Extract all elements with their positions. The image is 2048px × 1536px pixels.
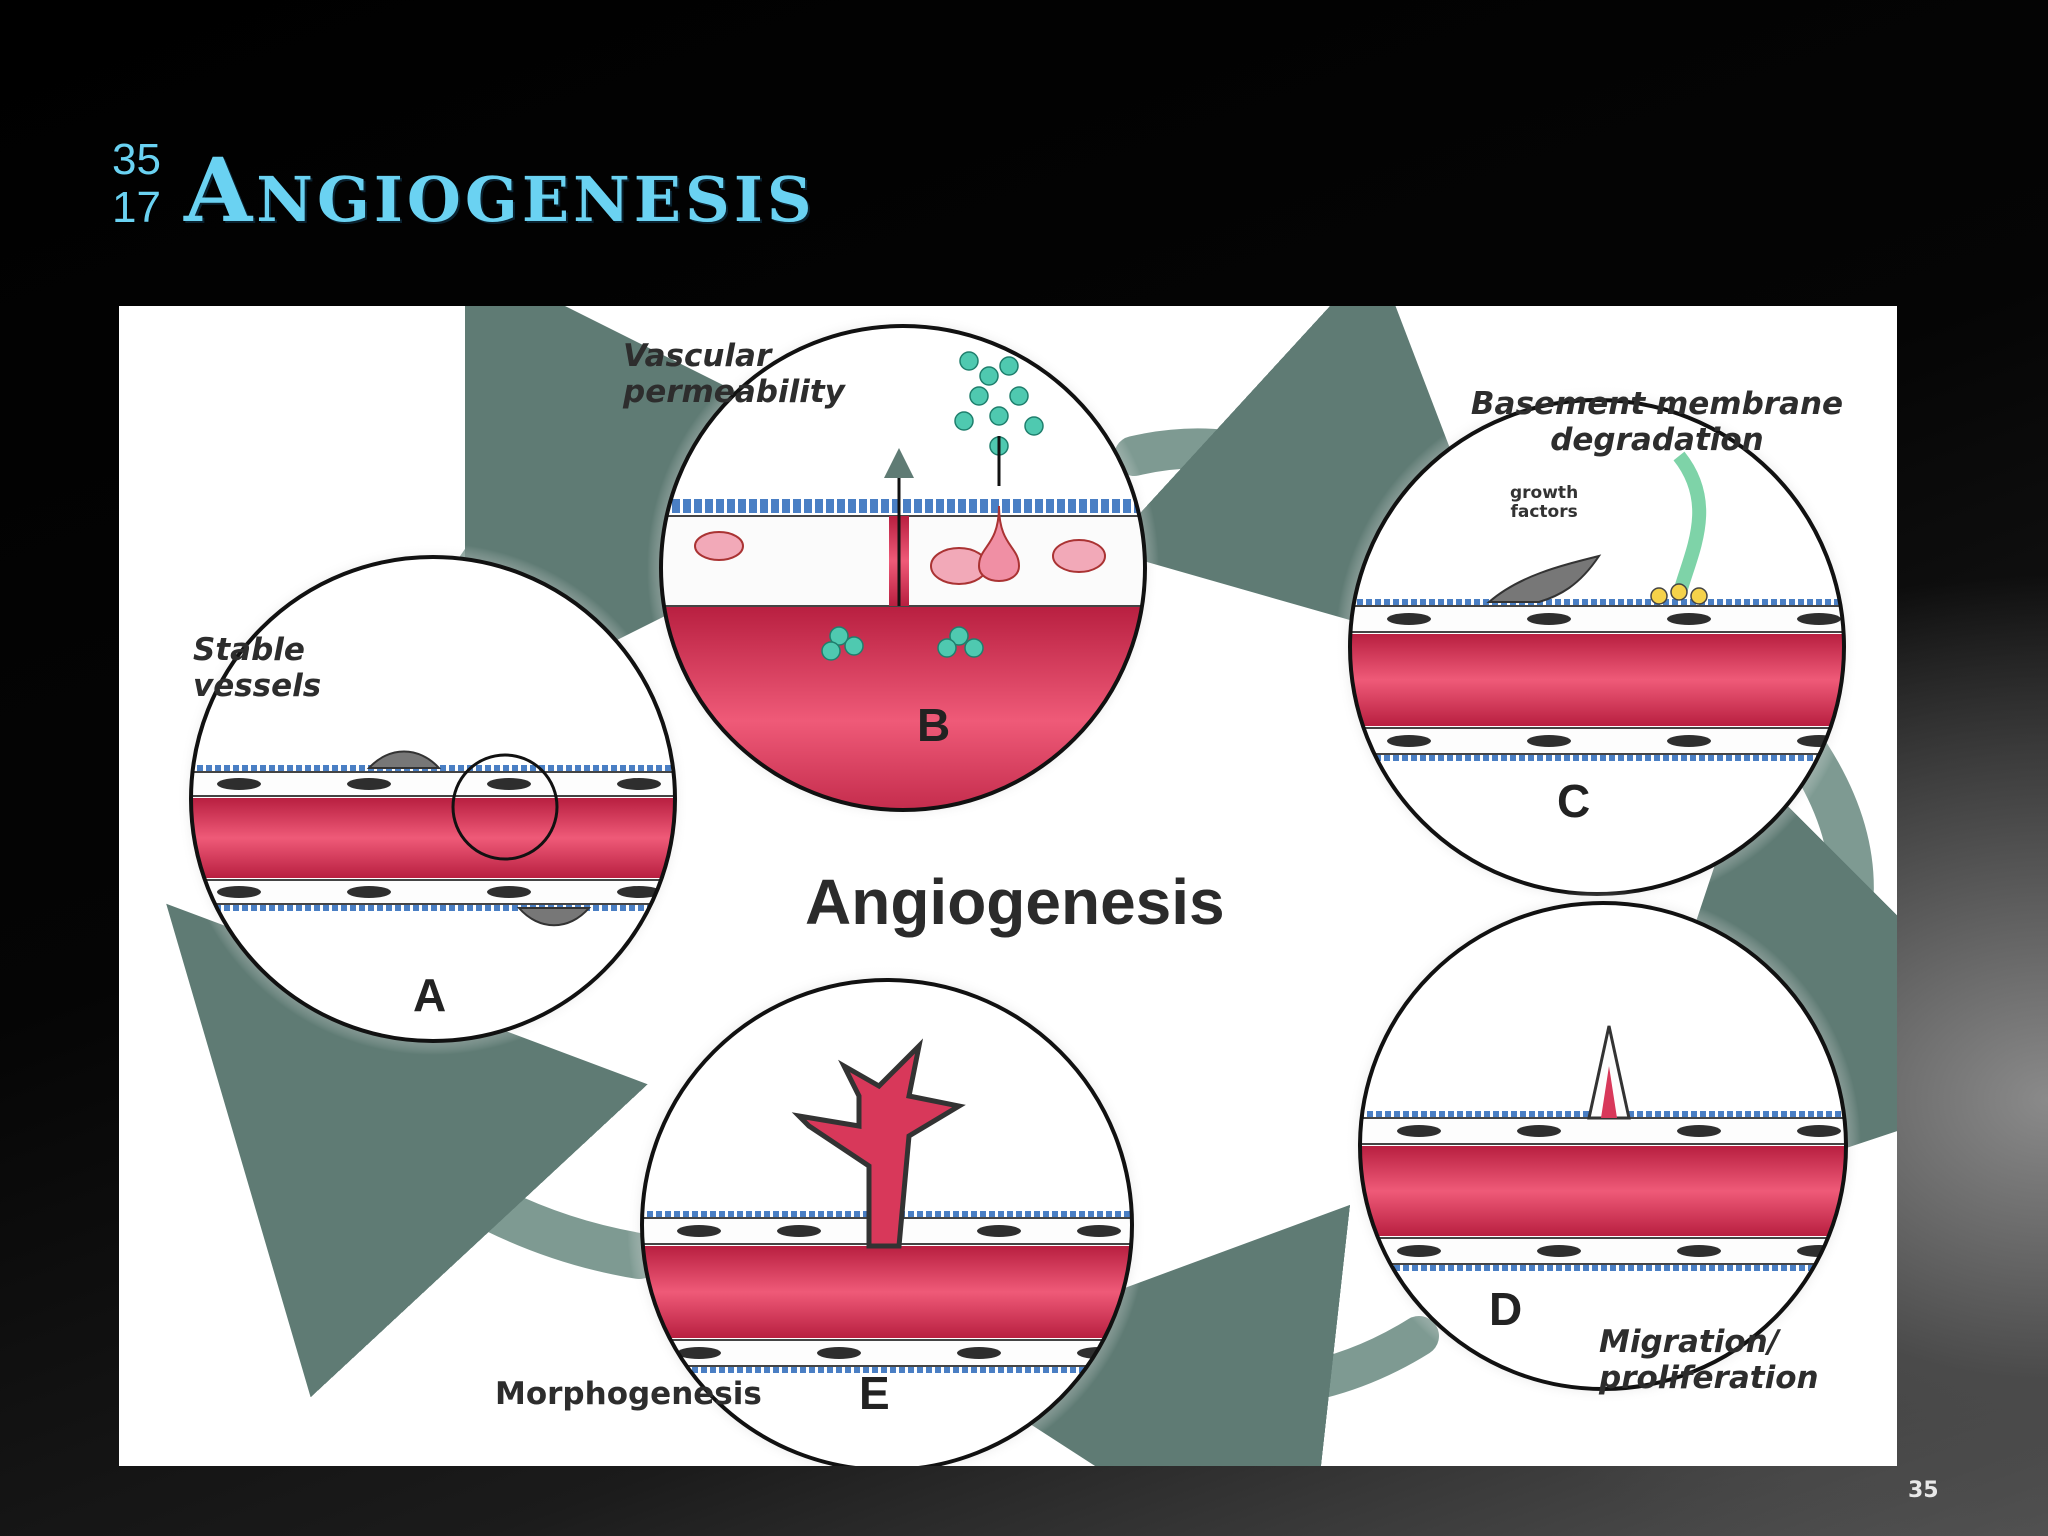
stage-b-circle <box>647 312 1159 824</box>
stage-e-label-line1: Morphogenesis <box>495 1376 762 1412</box>
stage-b-label: Vascular permeability <box>623 338 845 410</box>
slide-number-top: 35 <box>112 135 161 184</box>
stage-d-label-line1: Migration/ <box>1599 1324 1780 1360</box>
diagram-center-title: Angiogenesis <box>805 866 1225 938</box>
stage-d-circle <box>1345 888 1861 1404</box>
stage-e-label: Morphogenesis <box>495 1376 762 1412</box>
angiogenesis-diagram-svg <box>166 306 1897 1466</box>
stage-d-letter: D <box>1489 1283 1523 1335</box>
stage-a-label: Stable vessels <box>193 632 321 704</box>
slide-title: Angiogenesis <box>184 138 816 242</box>
stage-d-label-line2: proliferation <box>1599 1360 1819 1396</box>
stage-c-letter: C <box>1557 775 1591 827</box>
growth-factors-label: growth factors <box>1510 484 1578 522</box>
stage-e-circle <box>627 965 1147 1466</box>
stage-a-label-line2: vessels <box>193 668 322 704</box>
stage-b-letter: B <box>917 699 951 751</box>
arrow-b-to-c <box>1105 306 1536 674</box>
angiogenesis-figure: Angiogenesis Stable vessels A Vascular p… <box>119 306 1897 1466</box>
stage-a-letter: A <box>413 969 447 1021</box>
stage-a-circle <box>177 543 689 1055</box>
stage-b-label-line1: Vascular <box>623 338 772 374</box>
stage-a-label-line1: Stable <box>193 632 305 668</box>
stage-b-label-line2: permeability <box>623 374 845 410</box>
stage-e-letter: E <box>859 1367 890 1419</box>
stage-d-label: Migration/ proliferation <box>1599 1324 1819 1396</box>
slide-number-bottom: 17 <box>112 183 161 232</box>
stage-c-circle <box>1335 385 1859 909</box>
stage-c-label: Basement membrane degradation <box>1427 386 1887 458</box>
cycle-arrows <box>166 306 1897 1466</box>
slide-number-stack: 35 17 <box>112 138 174 238</box>
stage-c-label-line1: Basement membrane <box>1470 386 1844 422</box>
growth-factors-line2: factors <box>1510 502 1578 522</box>
page-number: 35 <box>1908 1478 1939 1503</box>
stage-c-label-line2: degradation <box>1550 422 1764 458</box>
arrow-d-to-e <box>930 1204 1439 1466</box>
arrow-e-to-a <box>166 903 662 1398</box>
growth-factors-line1: growth <box>1510 483 1579 503</box>
